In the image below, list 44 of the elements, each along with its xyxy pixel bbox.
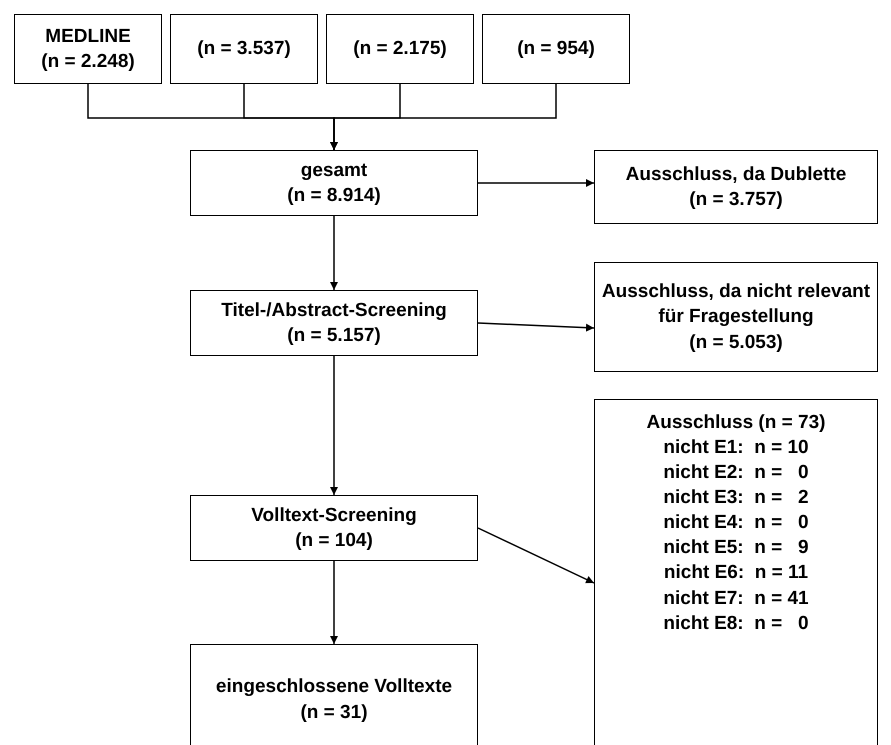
- process-box: [594, 399, 878, 745]
- arrow: [478, 527, 594, 584]
- process-box: [190, 644, 478, 745]
- box-heading: Titel-/Abstract-Screening: [221, 298, 447, 323]
- box-text: (n = 5.053): [689, 330, 783, 355]
- process-box: [190, 150, 478, 216]
- process-box: [326, 14, 474, 84]
- box-text: (n = 31): [300, 700, 368, 724]
- box-heading: eingeschlossene Volltexte: [216, 675, 452, 700]
- box-heading: MEDLINE: [45, 24, 131, 49]
- box-text: nicht E6: n = 11: [664, 561, 808, 586]
- process-box: [14, 14, 162, 84]
- process-box: [594, 150, 878, 224]
- arrow: [330, 216, 338, 290]
- box-text: nicht E1: n = 10: [663, 436, 809, 460]
- box-heading: (n = 954): [517, 37, 595, 62]
- box-text: nicht E5: n = 9: [663, 536, 809, 560]
- arrow: [478, 322, 594, 332]
- box-text: (n = 2.248): [41, 50, 135, 74]
- box-text: nicht E3: n = 2: [663, 486, 809, 510]
- process-box: [482, 14, 630, 84]
- box-text: (n = 3.757): [689, 188, 783, 212]
- box-text: (n = 104): [295, 529, 373, 553]
- process-box: [594, 262, 878, 372]
- box-text: (n = 8.914): [287, 184, 381, 208]
- box-heading: Ausschluss, da nicht relevant für Fragestellung: [600, 280, 872, 330]
- box-text: nicht E4: n = 0: [663, 511, 809, 536]
- arrow: [330, 561, 338, 644]
- process-box: [190, 290, 478, 356]
- box-heading: Volltext-Screening: [251, 504, 417, 528]
- process-box: [190, 495, 478, 561]
- box-heading: Ausschluss, da Dublette: [626, 162, 846, 187]
- box-text: nicht E7: n = 41: [663, 586, 809, 611]
- box-heading: (n = 2.175): [353, 37, 447, 62]
- box-heading: Ausschluss (n = 73): [646, 411, 826, 435]
- arrow: [478, 179, 594, 187]
- box-heading: (n = 3.537): [197, 37, 291, 62]
- box-text: (n = 5.157): [287, 324, 381, 348]
- box-text: nicht E2: n = 0: [663, 461, 809, 486]
- box-heading: gesamt: [300, 158, 368, 183]
- arrow: [330, 84, 557, 150]
- process-box: [170, 14, 318, 84]
- box-text: nicht E8: n = 0: [663, 612, 809, 636]
- arrow: [330, 356, 338, 495]
